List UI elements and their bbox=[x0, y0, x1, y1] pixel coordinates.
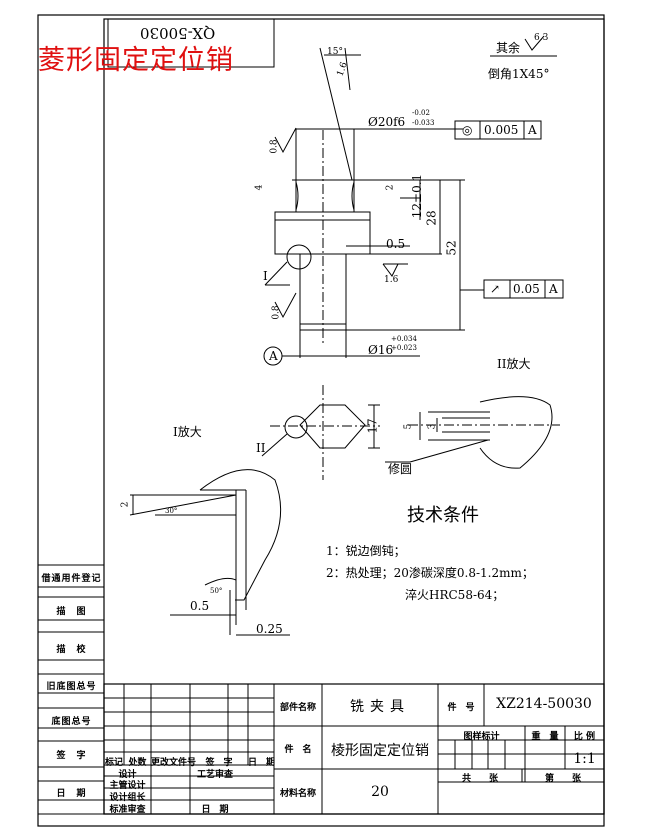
surface-finish-value: 6.3 bbox=[534, 33, 549, 43]
detail-i-marker: I bbox=[263, 269, 268, 283]
detail-ii-marker: II bbox=[256, 441, 266, 455]
dim-ra-16: 1.6 bbox=[384, 275, 399, 285]
datum-a: A bbox=[269, 349, 278, 363]
tb-name-value: 棱形固定定位销 bbox=[331, 743, 429, 759]
dim-dia-16-tol-upper: +0.034 bbox=[391, 335, 417, 343]
runout-value: 0.05 bbox=[513, 282, 540, 296]
dim-2b: 2 bbox=[120, 501, 131, 508]
tb-sheet-label: 第 张 bbox=[544, 774, 581, 784]
tb-scale-value: 1:1 bbox=[573, 751, 596, 767]
rev-header-mark: 标记 bbox=[104, 758, 123, 768]
dim-52: 52 bbox=[444, 240, 459, 256]
tb-stage-label: 图样标计 bbox=[463, 732, 500, 742]
rev-header-sign: 签 字 bbox=[205, 758, 233, 768]
role-standard-review: 标准审查 bbox=[109, 805, 146, 815]
dim-angle-50: 50° bbox=[210, 587, 223, 595]
dim-dia-20: Ø20f6 bbox=[368, 115, 406, 129]
side-label-base-no: 底图总号 bbox=[51, 717, 92, 727]
tech-heading: 技术条件 bbox=[407, 505, 479, 526]
dim-ra-08-top: 0.8 bbox=[269, 139, 280, 154]
drawing-code-inverted: QX-50030 bbox=[140, 24, 216, 42]
tech-line-3: 淬火HRC58-64； bbox=[405, 588, 505, 602]
concentricity-value: 0.005 bbox=[484, 123, 519, 137]
dim-ra-08-bottom: 0.8 bbox=[271, 305, 282, 320]
runout-symbol: ↗ bbox=[490, 282, 501, 296]
dim-28: 28 bbox=[424, 210, 439, 226]
tb-name-label: 件 名 bbox=[284, 745, 312, 755]
side-label-check: 描 校 bbox=[56, 645, 87, 655]
dim-5: 5 bbox=[403, 423, 414, 430]
role-group-lead: 设计组长 bbox=[109, 793, 146, 803]
rev-header-count: 处数 bbox=[128, 758, 147, 768]
dim-dia-16-tol-lower: +0.023 bbox=[391, 344, 417, 352]
role-design: 设计 bbox=[118, 770, 137, 780]
tb-item-value: XZ214-50030 bbox=[496, 696, 592, 712]
tech-line-2: 2：热处理；20渗碳深度0.8-1.2mm； bbox=[326, 566, 534, 580]
drawing-title-red: 菱形固定定位销 bbox=[38, 45, 234, 76]
tb-item-label: 件 号 bbox=[447, 703, 475, 713]
side-label-old-no: 旧底图总号 bbox=[46, 682, 97, 692]
concentricity-datum: A bbox=[528, 123, 537, 137]
trim-label: 修圆 bbox=[388, 462, 413, 476]
tb-weight-label: 重 量 bbox=[531, 732, 559, 742]
rev-header-date: 日 期 bbox=[248, 758, 276, 768]
dim-dia-16: Ø16 bbox=[368, 343, 394, 357]
tb-material-label: 材料名称 bbox=[279, 789, 316, 799]
concentricity-symbol: ◎ bbox=[462, 123, 473, 137]
tb-scale-label: 比 例 bbox=[573, 732, 596, 742]
tb-material-value: 20 bbox=[371, 784, 389, 800]
side-label-date: 日 期 bbox=[56, 789, 87, 799]
dim-12: 12±0.1 bbox=[410, 173, 425, 219]
role-lead-design: 主管设计 bbox=[109, 781, 146, 791]
side-label-sign: 签 字 bbox=[56, 751, 87, 761]
rev-header-doc: 更改文件号 bbox=[151, 758, 197, 768]
view-i-title: I放大 bbox=[173, 425, 202, 439]
dim-4: 4 bbox=[254, 184, 265, 191]
runout-datum: A bbox=[549, 282, 558, 296]
dim-angle-15: 15° bbox=[327, 47, 343, 57]
tb-part-value: 铣夹具 bbox=[350, 699, 410, 715]
dim-17: 17 bbox=[365, 418, 380, 434]
tb-sheets-label: 共 张 bbox=[461, 774, 498, 784]
dim-0-25: 0.25 bbox=[256, 622, 283, 636]
role-process-review: 工艺审查 bbox=[196, 770, 233, 780]
role-date: 日 期 bbox=[201, 805, 229, 815]
tech-line-1: 1：锐边倒钝； bbox=[326, 544, 406, 558]
dim-2: 2 bbox=[385, 184, 396, 191]
dim-angle-30: 30° bbox=[165, 507, 178, 515]
dim-0-5: 0.5 bbox=[386, 237, 406, 251]
dim-dia-20-tol-upper: -0.02 bbox=[412, 109, 430, 117]
dim-dia-20-tol-lower: -0.033 bbox=[412, 119, 435, 127]
side-label-trace: 描 图 bbox=[56, 607, 87, 617]
chamfer-note: 倒角1X45° bbox=[488, 67, 550, 81]
tb-part-label: 部件名称 bbox=[279, 703, 316, 713]
dim-3: 3 bbox=[427, 423, 438, 430]
view-ii-title: II放大 bbox=[497, 357, 531, 371]
dim-0-5b: 0.5 bbox=[190, 599, 210, 613]
surface-finish-label: 其余 bbox=[496, 41, 521, 55]
side-label-reuse: 借通用件登记 bbox=[41, 574, 102, 584]
